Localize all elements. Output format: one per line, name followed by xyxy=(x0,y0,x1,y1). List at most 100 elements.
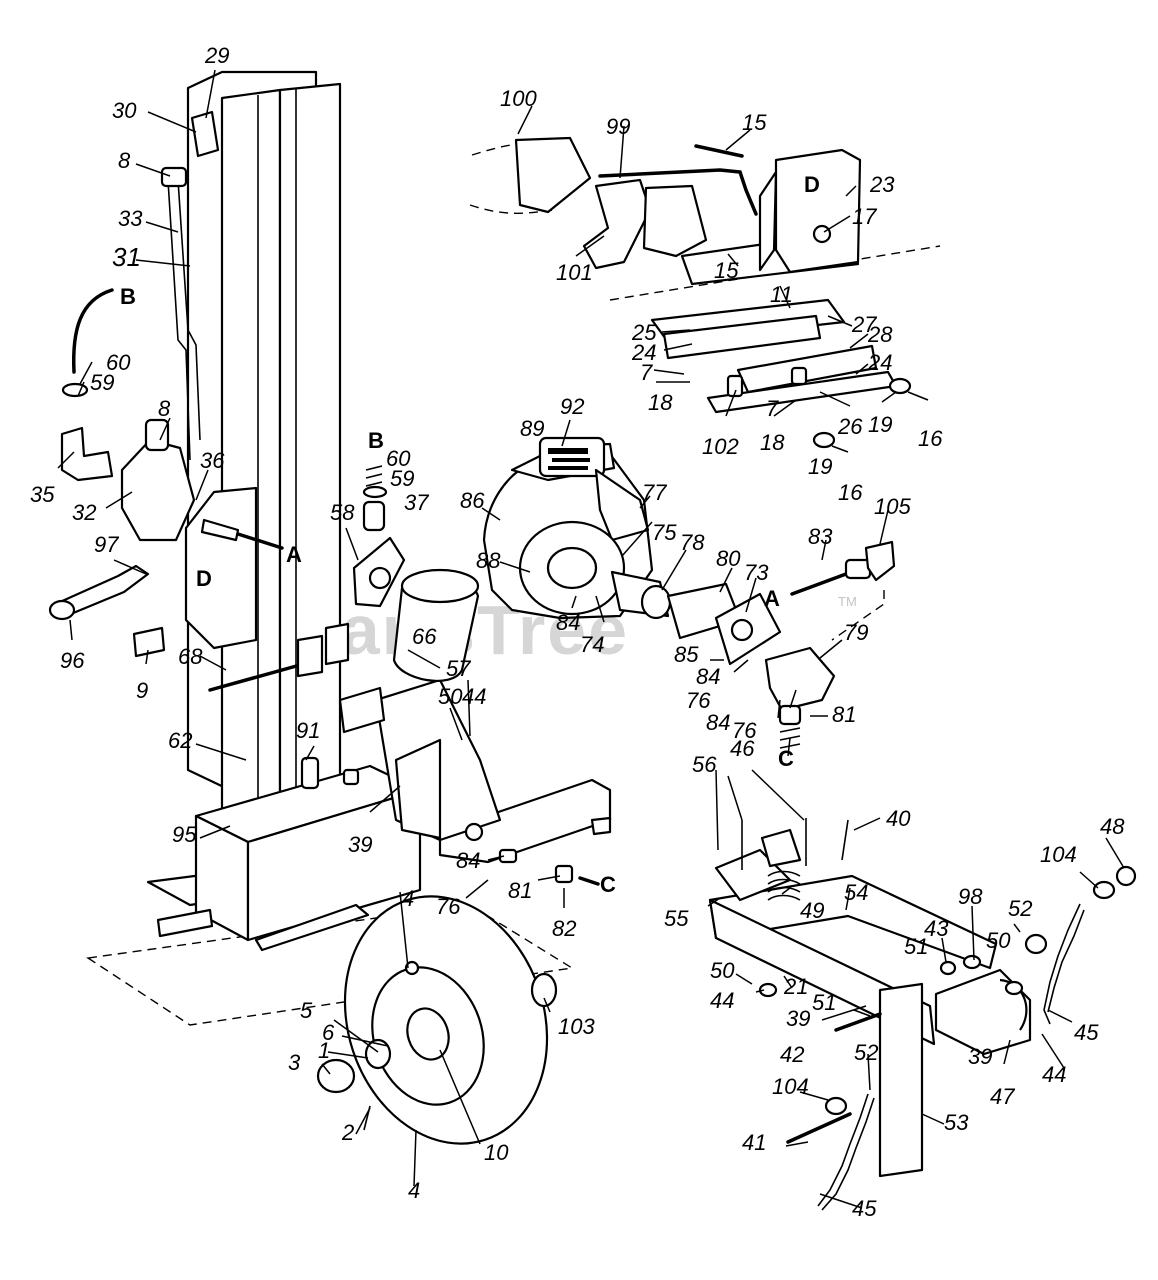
callout: 79 xyxy=(844,620,868,645)
callout: 27 xyxy=(851,312,877,337)
callout: 91 xyxy=(296,718,320,743)
callout: A xyxy=(764,586,780,611)
callout: 101 xyxy=(556,260,593,285)
callout: 58 xyxy=(330,500,355,525)
callout: 77 xyxy=(642,480,667,505)
callout: 73 xyxy=(744,560,769,585)
callout: 59 xyxy=(90,370,114,395)
callout: 57 xyxy=(446,656,471,681)
callout: 53 xyxy=(944,1110,969,1135)
engine-assembly xyxy=(482,436,836,749)
callout: A xyxy=(286,542,302,567)
callout: 45 xyxy=(852,1196,877,1221)
callout: 76 xyxy=(436,894,461,919)
callout: 6 xyxy=(322,1020,335,1045)
callout: 44 xyxy=(1042,1062,1066,1087)
wedge-guide-assembly: D xyxy=(469,136,941,453)
callout: 92 xyxy=(560,394,584,419)
callout: C xyxy=(778,746,794,771)
callout: 84 xyxy=(456,848,480,873)
callout: 51 xyxy=(812,990,836,1015)
callout: 51 xyxy=(904,934,928,959)
callout: 85 xyxy=(674,642,699,667)
watermark-tm: TM xyxy=(838,594,857,609)
callout: 9 xyxy=(136,678,148,703)
callout: 48 xyxy=(1100,814,1125,839)
callout: 10 xyxy=(484,1140,509,1165)
callout: 26 xyxy=(837,414,863,439)
callout: 21 xyxy=(783,974,808,999)
callout: 81 xyxy=(508,878,532,903)
callout: 40 xyxy=(886,806,911,831)
callout: 76 xyxy=(732,718,757,743)
callout: 37 xyxy=(404,490,429,515)
callout: 104 xyxy=(1040,842,1077,867)
callout: 47 xyxy=(990,1084,1015,1109)
callout: 50 xyxy=(710,958,735,983)
callout: 18 xyxy=(760,430,785,455)
callout: 49 xyxy=(800,898,824,923)
callout: 105 xyxy=(874,494,911,519)
callout: 104 xyxy=(772,1074,809,1099)
callout: 66 xyxy=(412,624,437,649)
callout: 50 xyxy=(438,684,463,709)
callout: 83 xyxy=(808,524,833,549)
callout: 56 xyxy=(692,752,717,777)
callout: 75 xyxy=(652,520,677,545)
callout: 2 xyxy=(341,1120,354,1145)
callout: 3 xyxy=(288,1050,301,1075)
callout: 30 xyxy=(112,98,137,123)
callout: 43 xyxy=(924,916,949,941)
callout: 19 xyxy=(808,454,832,479)
callout: 7 xyxy=(766,396,779,421)
callout: 54 xyxy=(844,880,868,905)
callout: 80 xyxy=(716,546,741,571)
callout: 15 xyxy=(742,110,767,135)
callout: 103 xyxy=(558,1014,595,1039)
callout: 89 xyxy=(520,416,544,441)
callout: 50 xyxy=(986,928,1011,953)
callout: 31 xyxy=(112,242,141,272)
callout: 8 xyxy=(158,396,171,421)
callout: 84 xyxy=(556,610,580,635)
callout: 84 xyxy=(706,710,730,735)
wheel-assembly xyxy=(316,895,558,1145)
callout: 29 xyxy=(204,43,229,68)
callout: 55 xyxy=(664,906,689,931)
callout: 98 xyxy=(958,884,983,909)
callout: 62 xyxy=(168,728,192,753)
callout: 41 xyxy=(742,1130,766,1155)
callout: 5 xyxy=(300,998,313,1023)
callout: 24 xyxy=(631,340,656,365)
callout-labels: 29 30 8 33 31 B 60 59 35 32 8 36 97 96 9… xyxy=(30,43,1125,1221)
callout: 16 xyxy=(918,426,943,451)
callout: 24 xyxy=(867,350,892,375)
callout: 96 xyxy=(60,648,85,673)
callout: 16 xyxy=(838,480,863,505)
hose-c-fittings xyxy=(498,848,600,886)
callout: 46 xyxy=(730,736,755,761)
callout: 39 xyxy=(348,832,372,857)
callout: 95 xyxy=(172,822,197,847)
callout: 99 xyxy=(606,114,630,139)
leader-lines xyxy=(57,69,1125,1209)
callout: 15 xyxy=(714,258,739,283)
callout: 52 xyxy=(854,1040,878,1065)
hitch-assembly xyxy=(708,818,1137,1211)
callout: 60 xyxy=(386,446,411,471)
callout: 4 xyxy=(408,1178,420,1203)
callout: 39 xyxy=(786,1006,810,1031)
callout: 35 xyxy=(30,482,55,507)
svg-text:D: D xyxy=(196,566,212,591)
callout: 42 xyxy=(780,1042,804,1067)
callout: 39 xyxy=(968,1044,992,1069)
callout: 8 xyxy=(118,148,131,173)
callout: 52 xyxy=(1008,896,1032,921)
callout: 74 xyxy=(580,632,604,657)
callout: 100 xyxy=(500,86,537,111)
callout: 28 xyxy=(867,322,893,347)
callout: 18 xyxy=(648,390,673,415)
callout: 97 xyxy=(94,532,119,557)
